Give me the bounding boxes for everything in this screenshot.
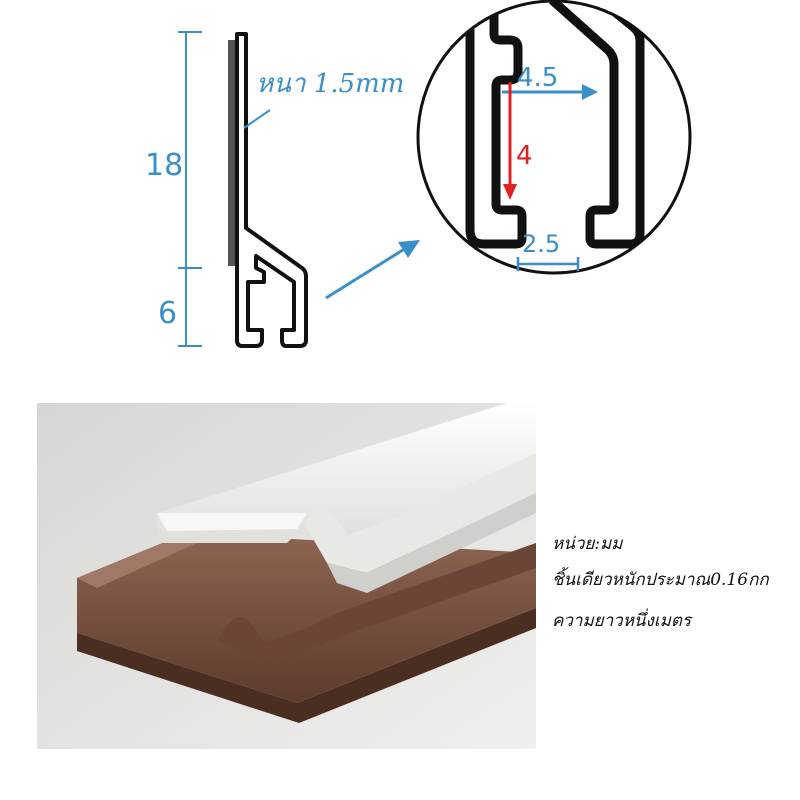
depth-label: 4 bbox=[516, 141, 533, 171]
width-label: 4.5 bbox=[517, 63, 558, 93]
opening-label: 2.5 bbox=[522, 230, 560, 258]
unit-note: หน่วย:มม bbox=[552, 534, 623, 554]
thickness-pointer bbox=[243, 109, 271, 129]
zoom-detail bbox=[418, 1, 690, 273]
height-dimension bbox=[178, 31, 202, 347]
zoom-arrow bbox=[325, 240, 420, 300]
zoom-circle bbox=[416, 0, 692, 275]
width-dimension bbox=[502, 84, 598, 100]
brown-profile-strip bbox=[77, 533, 536, 723]
opening-dimension bbox=[516, 257, 580, 271]
profile-cross-section bbox=[228, 32, 308, 348]
depth-dimension bbox=[503, 82, 517, 200]
length-note: ความยาวหนึ่งเมตร bbox=[552, 611, 692, 631]
height-top-label: 18 bbox=[145, 148, 183, 183]
thickness-note: หนา 1.5mm bbox=[256, 69, 404, 99]
product-photo bbox=[37, 403, 536, 749]
height-bottom-label: 6 bbox=[158, 296, 177, 331]
white-profile-strip bbox=[157, 403, 536, 593]
weight-note: ชิ้นเดียวหนักประมาณ0.16กก bbox=[552, 570, 769, 590]
